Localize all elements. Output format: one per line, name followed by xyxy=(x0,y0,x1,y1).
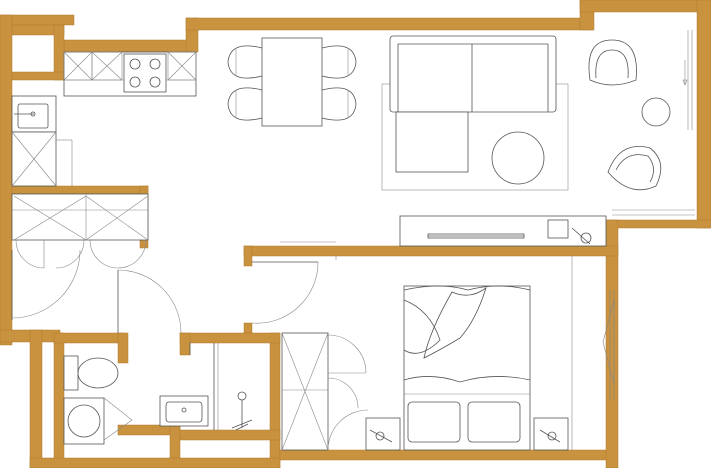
dining-table xyxy=(261,37,323,127)
bath-sink xyxy=(159,395,209,427)
lamp-icon xyxy=(571,227,592,245)
armchairs xyxy=(588,39,662,191)
kitchen-sink xyxy=(11,95,57,133)
bedroom-partition xyxy=(335,256,573,450)
dining-chairs xyxy=(227,45,357,121)
entry-wardrobe xyxy=(11,193,149,269)
tv-console xyxy=(280,215,607,247)
toilet xyxy=(63,355,119,391)
bedroom-wardrobe xyxy=(281,332,369,451)
lower-cabinets xyxy=(11,131,73,187)
shower xyxy=(213,343,253,431)
television xyxy=(427,233,525,239)
window-icon xyxy=(602,30,695,400)
washing-machine xyxy=(63,397,133,445)
double-bed xyxy=(403,285,531,451)
nightstands xyxy=(365,417,569,451)
door-swing-icon xyxy=(11,249,319,334)
stove xyxy=(123,53,167,93)
sofa xyxy=(389,35,557,173)
coffee-table xyxy=(491,131,545,185)
side-table xyxy=(641,97,671,127)
